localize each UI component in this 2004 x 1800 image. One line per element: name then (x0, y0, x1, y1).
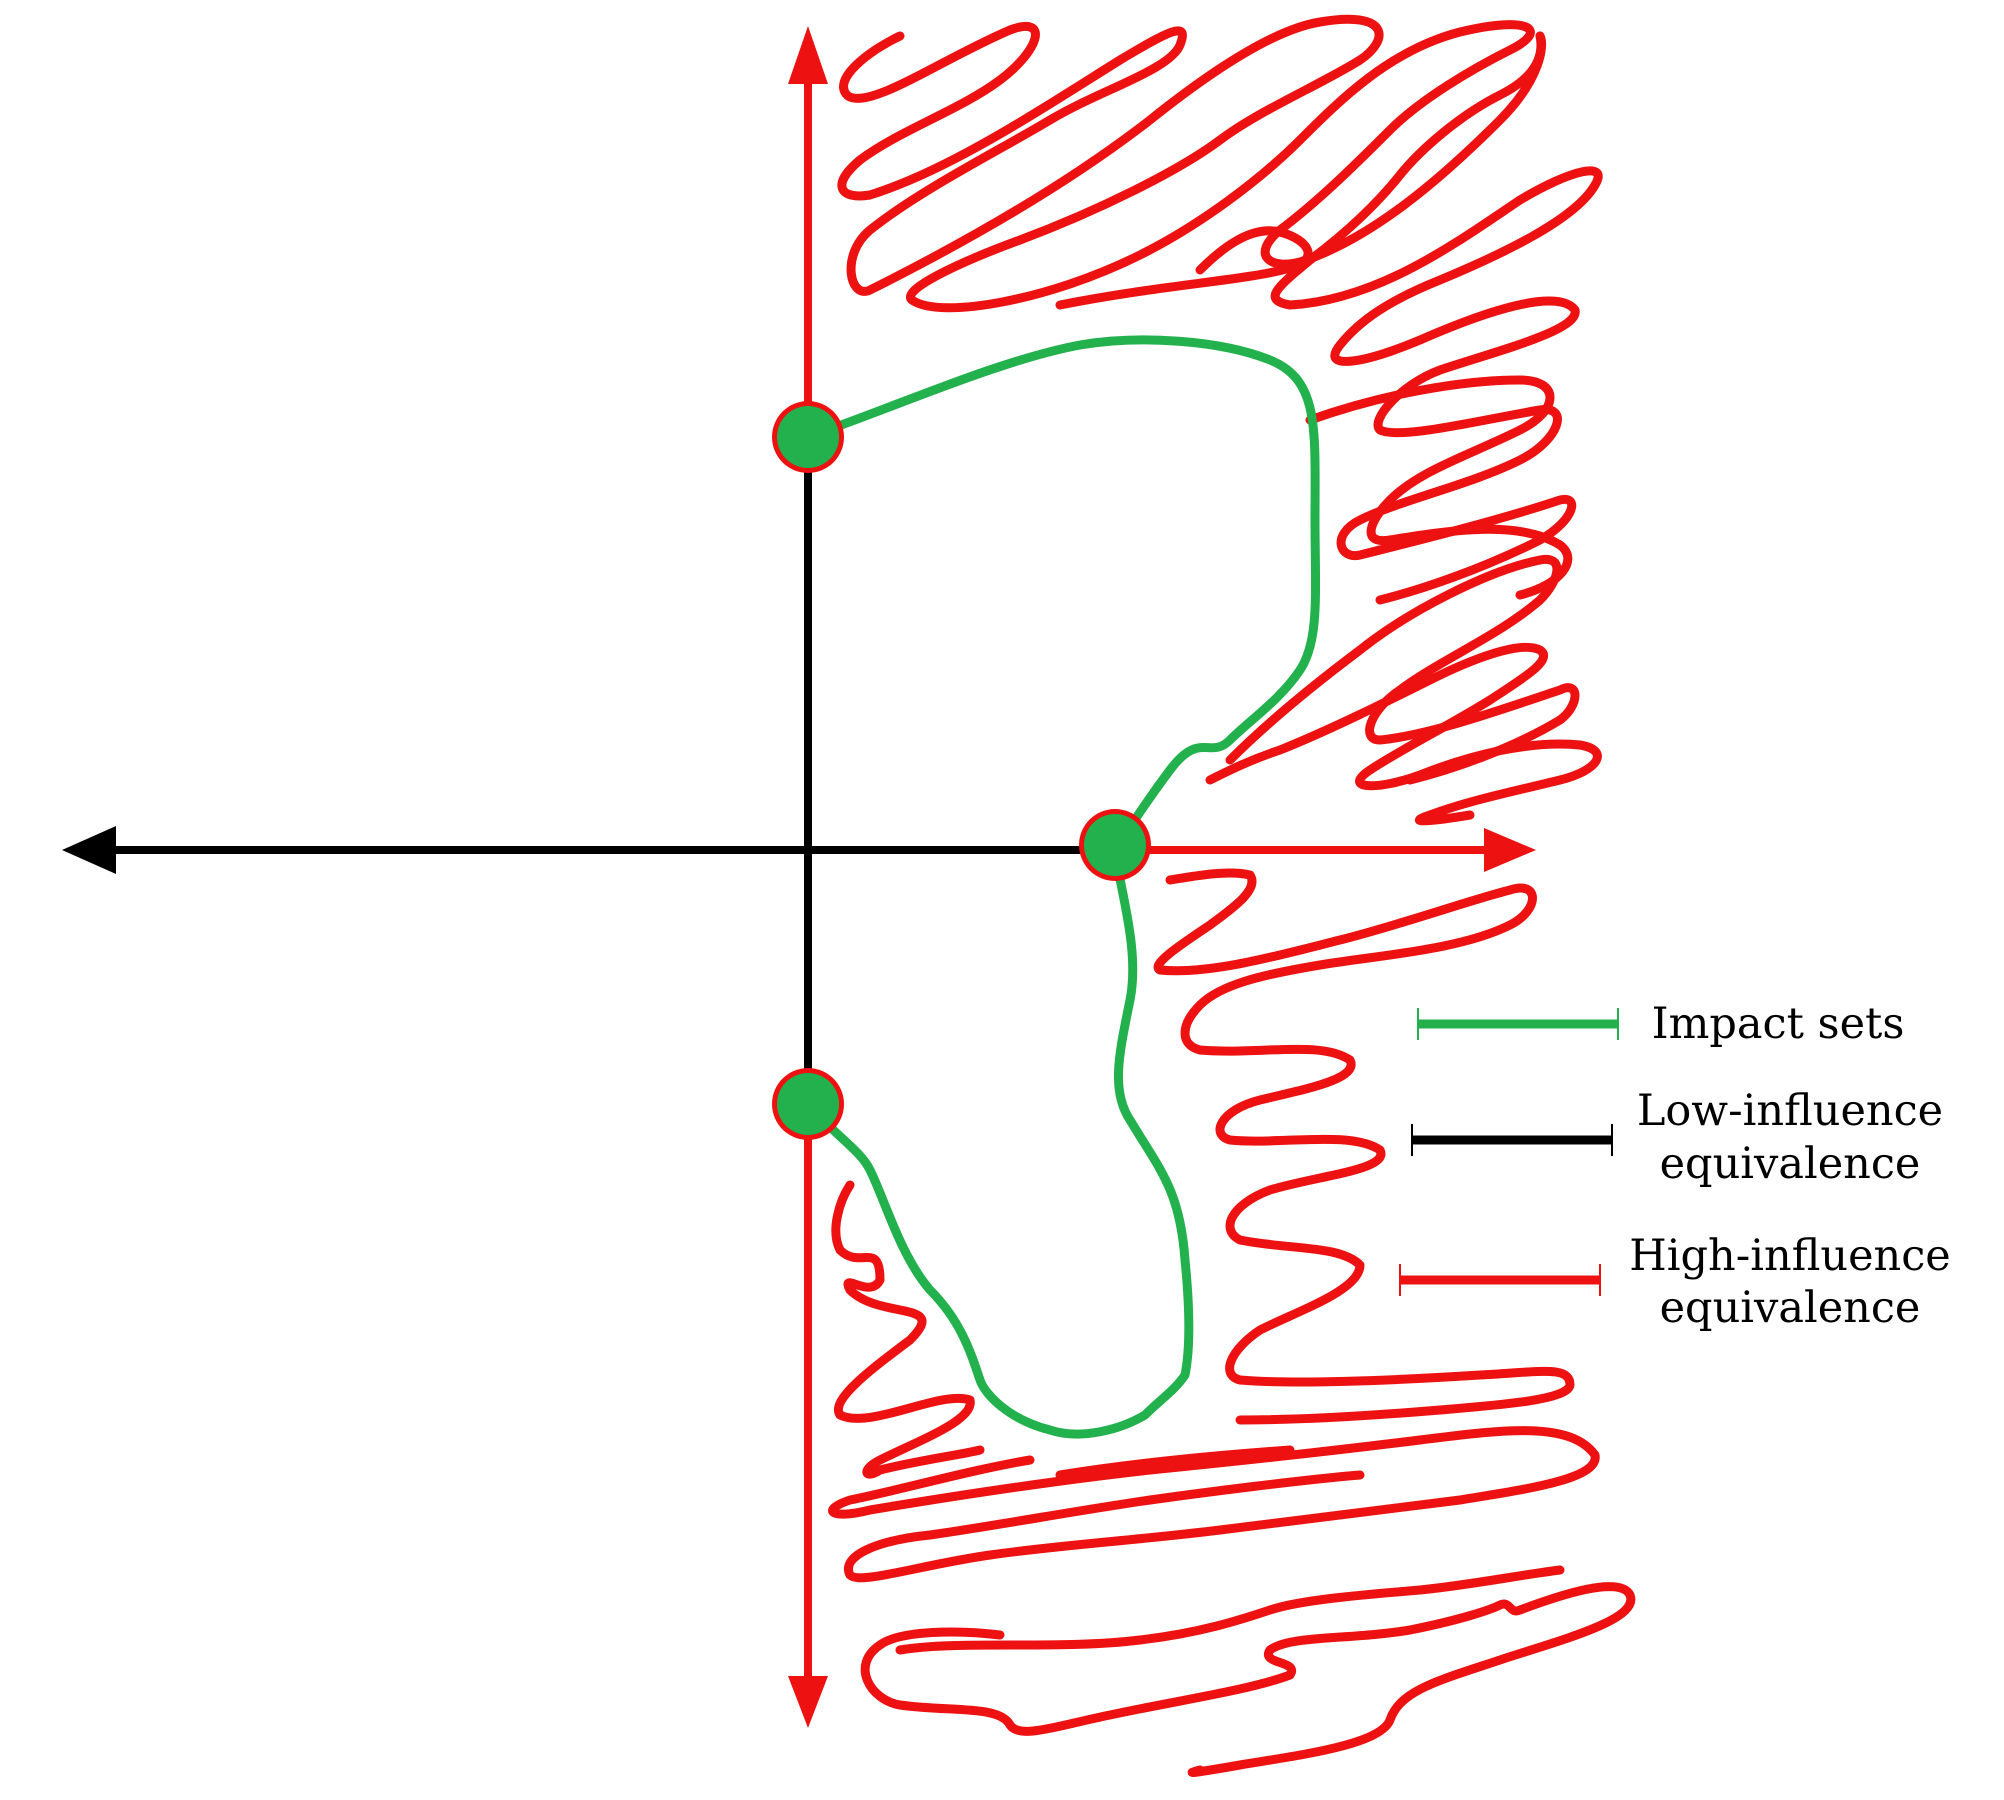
red-scribble-bottom (860, 1565, 1636, 1777)
legend-label-high-influence-line-2: equivalence (1660, 1283, 1921, 1333)
axes (62, 26, 1536, 1728)
high-influence-scribbles (828, 14, 1636, 1777)
lower-axis-point (772, 1068, 844, 1140)
red-scribble-middle-mid (1225, 554, 1580, 785)
down-arrowhead-icon (788, 1676, 828, 1728)
red-scribble-lower-left (831, 1180, 985, 1479)
legend-item-high-influence: High-influence equivalence (1399, 1231, 1951, 1333)
legend-label-low-influence-line-2: equivalence (1660, 1139, 1921, 1189)
legend: Impact sets Low-influence equivalence Hi… (1399, 999, 1951, 1333)
upper-axis-point (772, 401, 844, 473)
legend-label-low-influence-line-1: Low-influence (1637, 1086, 1943, 1136)
legend-label-impact-line-1: Impact sets (1652, 999, 1905, 1049)
red-scribble-upper-right-inner (1055, 226, 1573, 600)
up-arrowhead-icon (788, 26, 828, 84)
red-scribble-top-1 (837, 14, 1547, 313)
left-arrowhead-icon (62, 826, 116, 874)
legend-label-high-influence-line-1: High-influence (1629, 1231, 1951, 1281)
right-axis-point (1079, 809, 1151, 881)
legend-item-impact-sets: Impact sets (1417, 999, 1905, 1049)
impact-sets (803, 335, 1321, 1439)
red-scribble-lower-right-1 (1153, 868, 1575, 1425)
impact-set-curve (803, 335, 1321, 855)
intersection-points (772, 401, 1151, 1140)
right-arrowhead-icon (1484, 828, 1536, 872)
red-scribble-top-2 (1270, 31, 1603, 605)
red-scribble-lower-strokes (828, 1426, 1600, 1583)
legend-item-low-influence: Low-influence equivalence (1411, 1086, 1943, 1189)
impact-set-curve-lower (803, 845, 1194, 1439)
